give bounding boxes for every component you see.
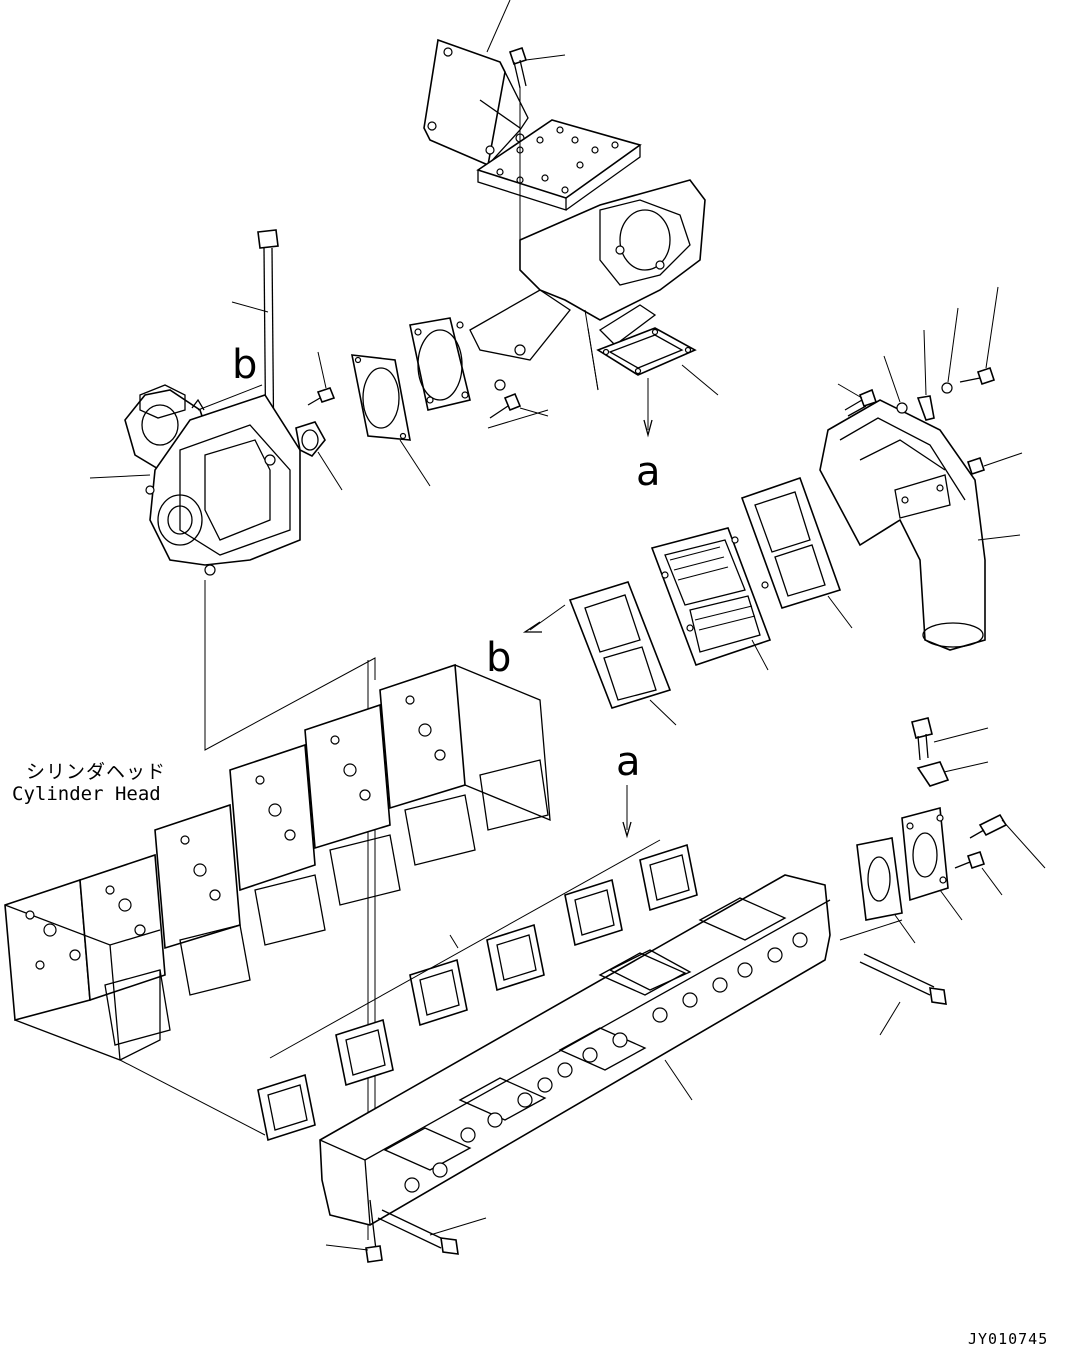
cylinder-head-label-en: Cylinder Head bbox=[12, 783, 161, 805]
reference-letter-b-upper: b bbox=[232, 342, 258, 388]
bolt bbox=[508, 46, 566, 89]
bolt-washers bbox=[837, 286, 1023, 476]
fitting bbox=[295, 351, 343, 491]
reference-letter-a-upper: a bbox=[636, 449, 661, 495]
exhaust-connector bbox=[469, 179, 706, 391]
bracket-clip bbox=[916, 761, 989, 787]
exhaust-elbow bbox=[819, 399, 1021, 651]
reference-letter-b-lower: b bbox=[486, 635, 512, 681]
exhaust-manifold bbox=[319, 874, 831, 1226]
bolt bbox=[487, 392, 549, 429]
cylinder-heads bbox=[4, 663, 551, 1061]
bolt bbox=[954, 850, 1003, 896]
gasket-b bbox=[522, 581, 677, 726]
connector-flange bbox=[409, 317, 471, 411]
bottom-bolts bbox=[325, 1199, 487, 1263]
outlet-flange bbox=[901, 806, 963, 921]
drawing-code: JY010745 bbox=[968, 1330, 1049, 1348]
cylinder-head-label-jp: シリンダヘッド bbox=[26, 761, 167, 783]
bolt bbox=[911, 717, 989, 761]
heat-shield-plate bbox=[650, 527, 772, 671]
long-bolt-lower bbox=[839, 919, 947, 1036]
turbocharger bbox=[89, 384, 301, 576]
temperature-sensor bbox=[969, 813, 1046, 869]
cover-plate bbox=[476, 119, 642, 211]
gasket bbox=[351, 354, 431, 487]
dual-gasket bbox=[740, 476, 853, 629]
top-mounting-bracket bbox=[423, 0, 529, 167]
manifold-gaskets bbox=[257, 839, 698, 1142]
square-gasket bbox=[596, 327, 719, 438]
flange-gasket bbox=[856, 837, 916, 944]
reference-letter-a-lower: a bbox=[616, 739, 641, 785]
